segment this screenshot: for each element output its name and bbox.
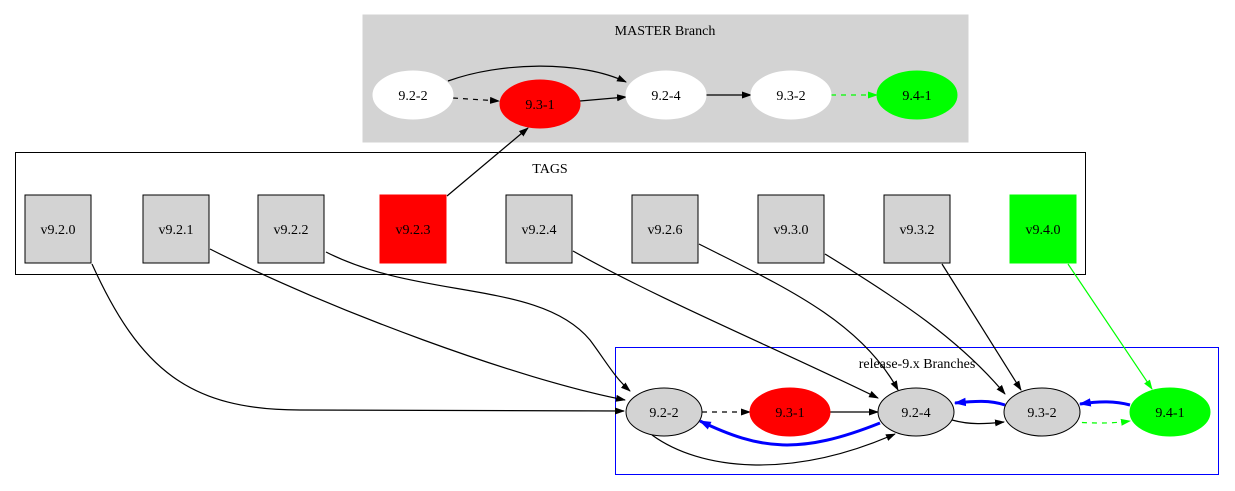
master-node-shape bbox=[876, 70, 958, 120]
master-node-9-2-2[interactable]: 9.2-2 bbox=[372, 70, 454, 120]
master-node-shape bbox=[499, 79, 581, 129]
release-node-shape bbox=[1003, 387, 1081, 437]
edge-r-932-to-r-941 bbox=[1071, 418, 1131, 426]
release-node-label: 9.3-1 bbox=[775, 406, 804, 421]
master-node-label: 9.3-2 bbox=[776, 89, 805, 104]
tag-node-label: v9.2.2 bbox=[274, 223, 309, 238]
master-node-9-3-2[interactable]: 9.3-2 bbox=[750, 70, 832, 120]
tag-node-v9-3-2[interactable]: v9.3.2 bbox=[883, 194, 951, 264]
release-node-label: 9.2-2 bbox=[649, 406, 678, 421]
edge-t-932-to-r-932 bbox=[941, 263, 1022, 391]
release-node-shape bbox=[749, 387, 831, 437]
master-node-9-3-1[interactable]: 9.3-1 bbox=[499, 79, 581, 129]
master-node-label: 9.4-1 bbox=[902, 89, 931, 104]
tag-node-v9-2-4[interactable]: v9.2.4 bbox=[505, 194, 573, 264]
tag-node-shape bbox=[24, 194, 92, 264]
master-node-label: 9.3-1 bbox=[525, 98, 554, 113]
tag-node-label: v9.3.2 bbox=[900, 223, 935, 238]
edge-t-923-to-m-931 bbox=[446, 127, 529, 197]
master-node-label: 9.2-4 bbox=[651, 89, 680, 104]
tag-node-label: v9.3.0 bbox=[774, 223, 809, 238]
tag-node-shape bbox=[631, 194, 699, 264]
release-node-9-4-1[interactable]: 9.4-1 bbox=[1129, 387, 1211, 437]
tag-node-label: v9.4.0 bbox=[1026, 223, 1061, 238]
tag-node-v9-2-2[interactable]: v9.2.2 bbox=[257, 194, 325, 264]
edge-r-941-to-r-932 bbox=[1078, 398, 1131, 407]
release-node-9-3-2[interactable]: 9.3-2 bbox=[1003, 387, 1081, 437]
master-node-shape bbox=[372, 70, 454, 120]
cluster-master-label: MASTER Branch bbox=[615, 24, 716, 39]
edge-r-932-to-r-924 bbox=[953, 397, 1006, 407]
tag-node-v9-2-6[interactable]: v9.2.6 bbox=[631, 194, 699, 264]
edge-r-924-to-r-922 bbox=[698, 419, 881, 447]
tag-node-v9-2-3[interactable]: v9.2.3 bbox=[379, 194, 447, 264]
master-node-label: 9.2-2 bbox=[398, 89, 427, 104]
tag-node-v9-4-0[interactable]: v9.4.0 bbox=[1009, 194, 1077, 264]
master-node-9-4-1[interactable]: 9.4-1 bbox=[876, 70, 958, 120]
edge-m-922-to-m-931 bbox=[452, 96, 500, 104]
tag-node-shape bbox=[883, 194, 951, 264]
nodes: 9.2-2 9.3-1 9.2-4 9.3-2 9.4-1 v9.2.0 v9.2.1 v9.… bbox=[24, 70, 1211, 437]
edge-t-926-to-r-924 bbox=[698, 243, 899, 391]
master-node-9-2-4[interactable]: 9.2-4 bbox=[625, 70, 707, 120]
tag-node-v9-2-0[interactable]: v9.2.0 bbox=[24, 194, 92, 264]
tag-node-v9-2-1[interactable]: v9.2.1 bbox=[142, 194, 210, 264]
master-node-shape bbox=[625, 70, 707, 120]
edge-r-922-to-r-924 bbox=[651, 433, 896, 466]
tag-node-label: v9.2.4 bbox=[522, 223, 557, 238]
tag-node-shape bbox=[757, 194, 825, 264]
release-node-shape bbox=[877, 387, 955, 437]
tag-node-shape bbox=[1009, 194, 1077, 264]
tag-node-shape bbox=[505, 194, 573, 264]
master-node-shape bbox=[750, 70, 832, 120]
edge-t-921-to-r-922 bbox=[209, 248, 626, 402]
edge-r-924-to-r-932 bbox=[951, 419, 1005, 427]
tag-node-shape bbox=[142, 194, 210, 264]
tag-node-shape bbox=[379, 194, 447, 264]
release-node-label: 9.4-1 bbox=[1155, 406, 1184, 421]
release-node-9-3-1[interactable]: 9.3-1 bbox=[749, 387, 831, 437]
edge-m-922-to-m-924 bbox=[447, 65, 627, 83]
edge-t-940-to-r-941 bbox=[1067, 263, 1153, 390]
tag-node-label: v9.2.3 bbox=[396, 223, 431, 238]
edge-t-922-to-r-922 bbox=[325, 251, 631, 392]
release-node-shape bbox=[625, 387, 703, 437]
edge-t-930-to-r-932 bbox=[824, 253, 1006, 395]
edges bbox=[91, 65, 1153, 466]
tag-node-shape bbox=[257, 194, 325, 264]
release-node-9-2-4[interactable]: 9.2-4 bbox=[877, 387, 955, 437]
edge-m-931-to-m-924 bbox=[579, 94, 627, 102]
release-node-label: 9.2-4 bbox=[901, 406, 930, 421]
edge-t-920-to-r-922 bbox=[91, 263, 625, 415]
tag-node-v9-3-0[interactable]: v9.3.0 bbox=[757, 194, 825, 264]
release-node-shape bbox=[1129, 387, 1211, 437]
release-node-9-2-2[interactable]: 9.2-2 bbox=[625, 387, 703, 437]
tag-node-label: v9.2.1 bbox=[159, 223, 194, 238]
tag-node-label: v9.2.0 bbox=[41, 223, 76, 238]
edge-t-924-to-r-924 bbox=[572, 250, 879, 399]
cluster-tags-label: TAGS bbox=[532, 162, 567, 177]
cluster-release-label: release-9.x Branches bbox=[859, 357, 976, 372]
tag-node-label: v9.2.6 bbox=[648, 223, 683, 238]
release-node-label: 9.3-2 bbox=[1027, 406, 1056, 421]
